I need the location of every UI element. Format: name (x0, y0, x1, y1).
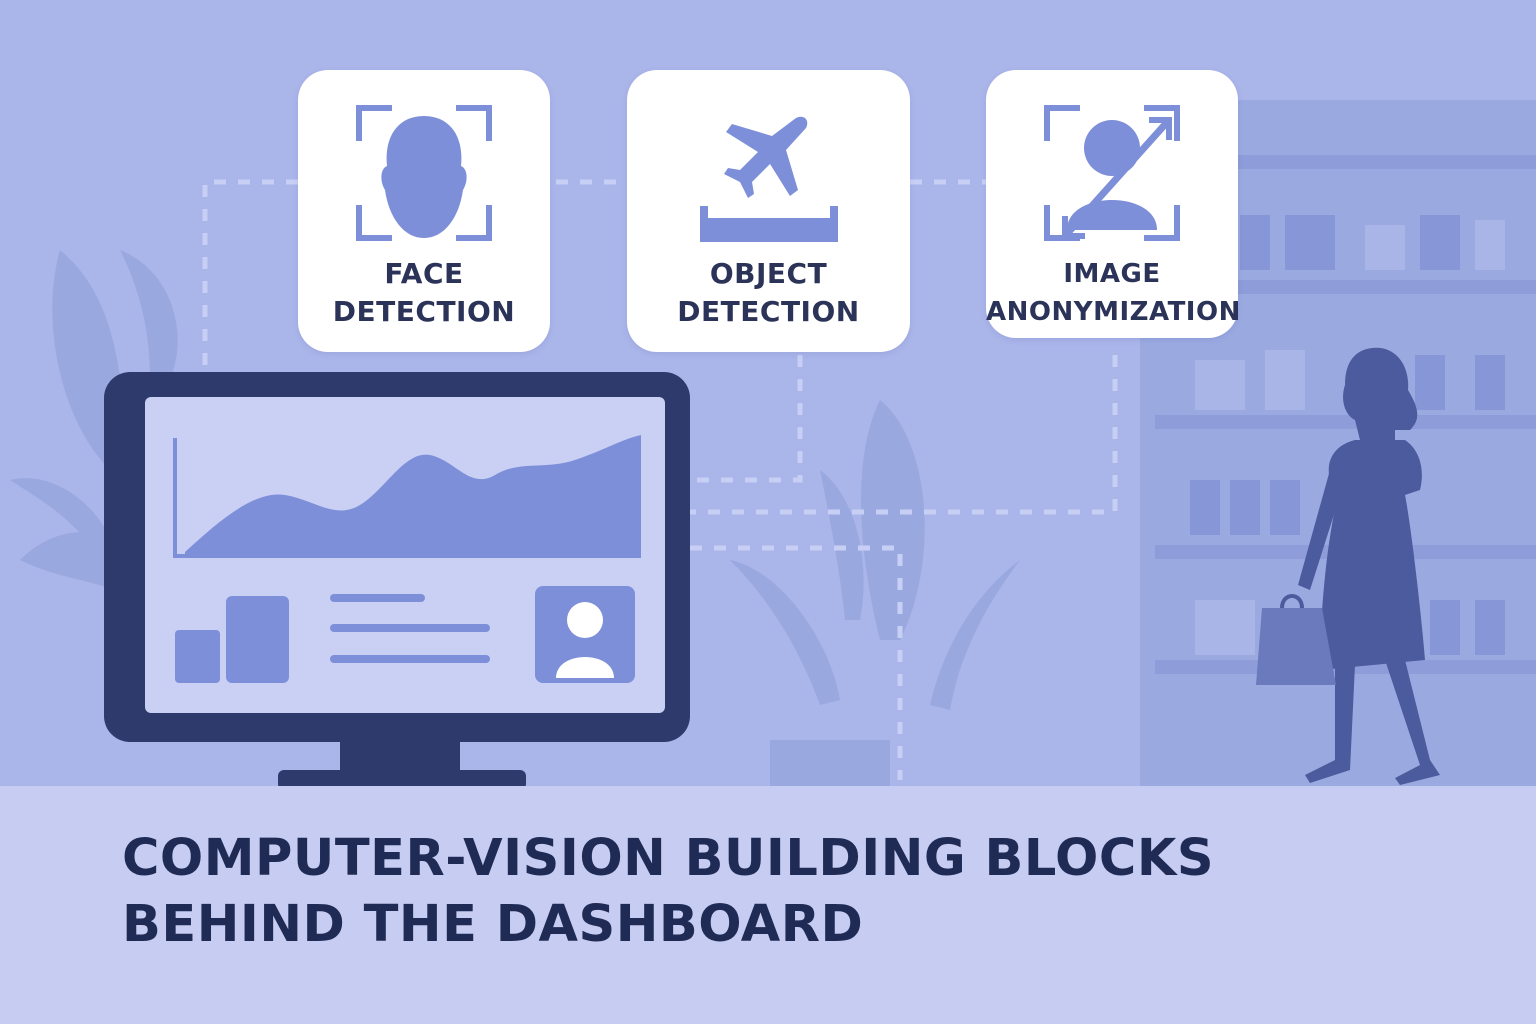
image-anonymization-label: IMAGE ANONYMIZATION (986, 259, 1241, 327)
image-anonymization-card: IMAGE ANONYMIZATION (986, 70, 1241, 338)
image-anonymization-icon (1044, 105, 1180, 241)
face-detection-label: FACE DETECTION (332, 257, 516, 328)
airplane-detection-icon (699, 116, 838, 242)
face-detection-icon (356, 105, 492, 241)
footer-band (0, 786, 1536, 1024)
dashboard-monitor (104, 372, 690, 790)
shopper-illustration (1256, 347, 1440, 785)
title-line-1: COMPUTER-VISION BUILDING BLOCKS (122, 829, 1215, 888)
title-line-2: BEHIND THE DASHBOARD (122, 895, 864, 954)
connector-lines (202, 179, 1118, 780)
face-detection-card: FACE DETECTION (298, 70, 550, 352)
page-title: COMPUTER-VISION BUILDING BLOCKS BEHIND T… (122, 826, 1214, 958)
object-detection-label: OBJECT DETECTION (677, 257, 860, 328)
object-detection-card: OBJECT DETECTION (627, 70, 910, 352)
center-plant-illustration (730, 400, 1020, 790)
